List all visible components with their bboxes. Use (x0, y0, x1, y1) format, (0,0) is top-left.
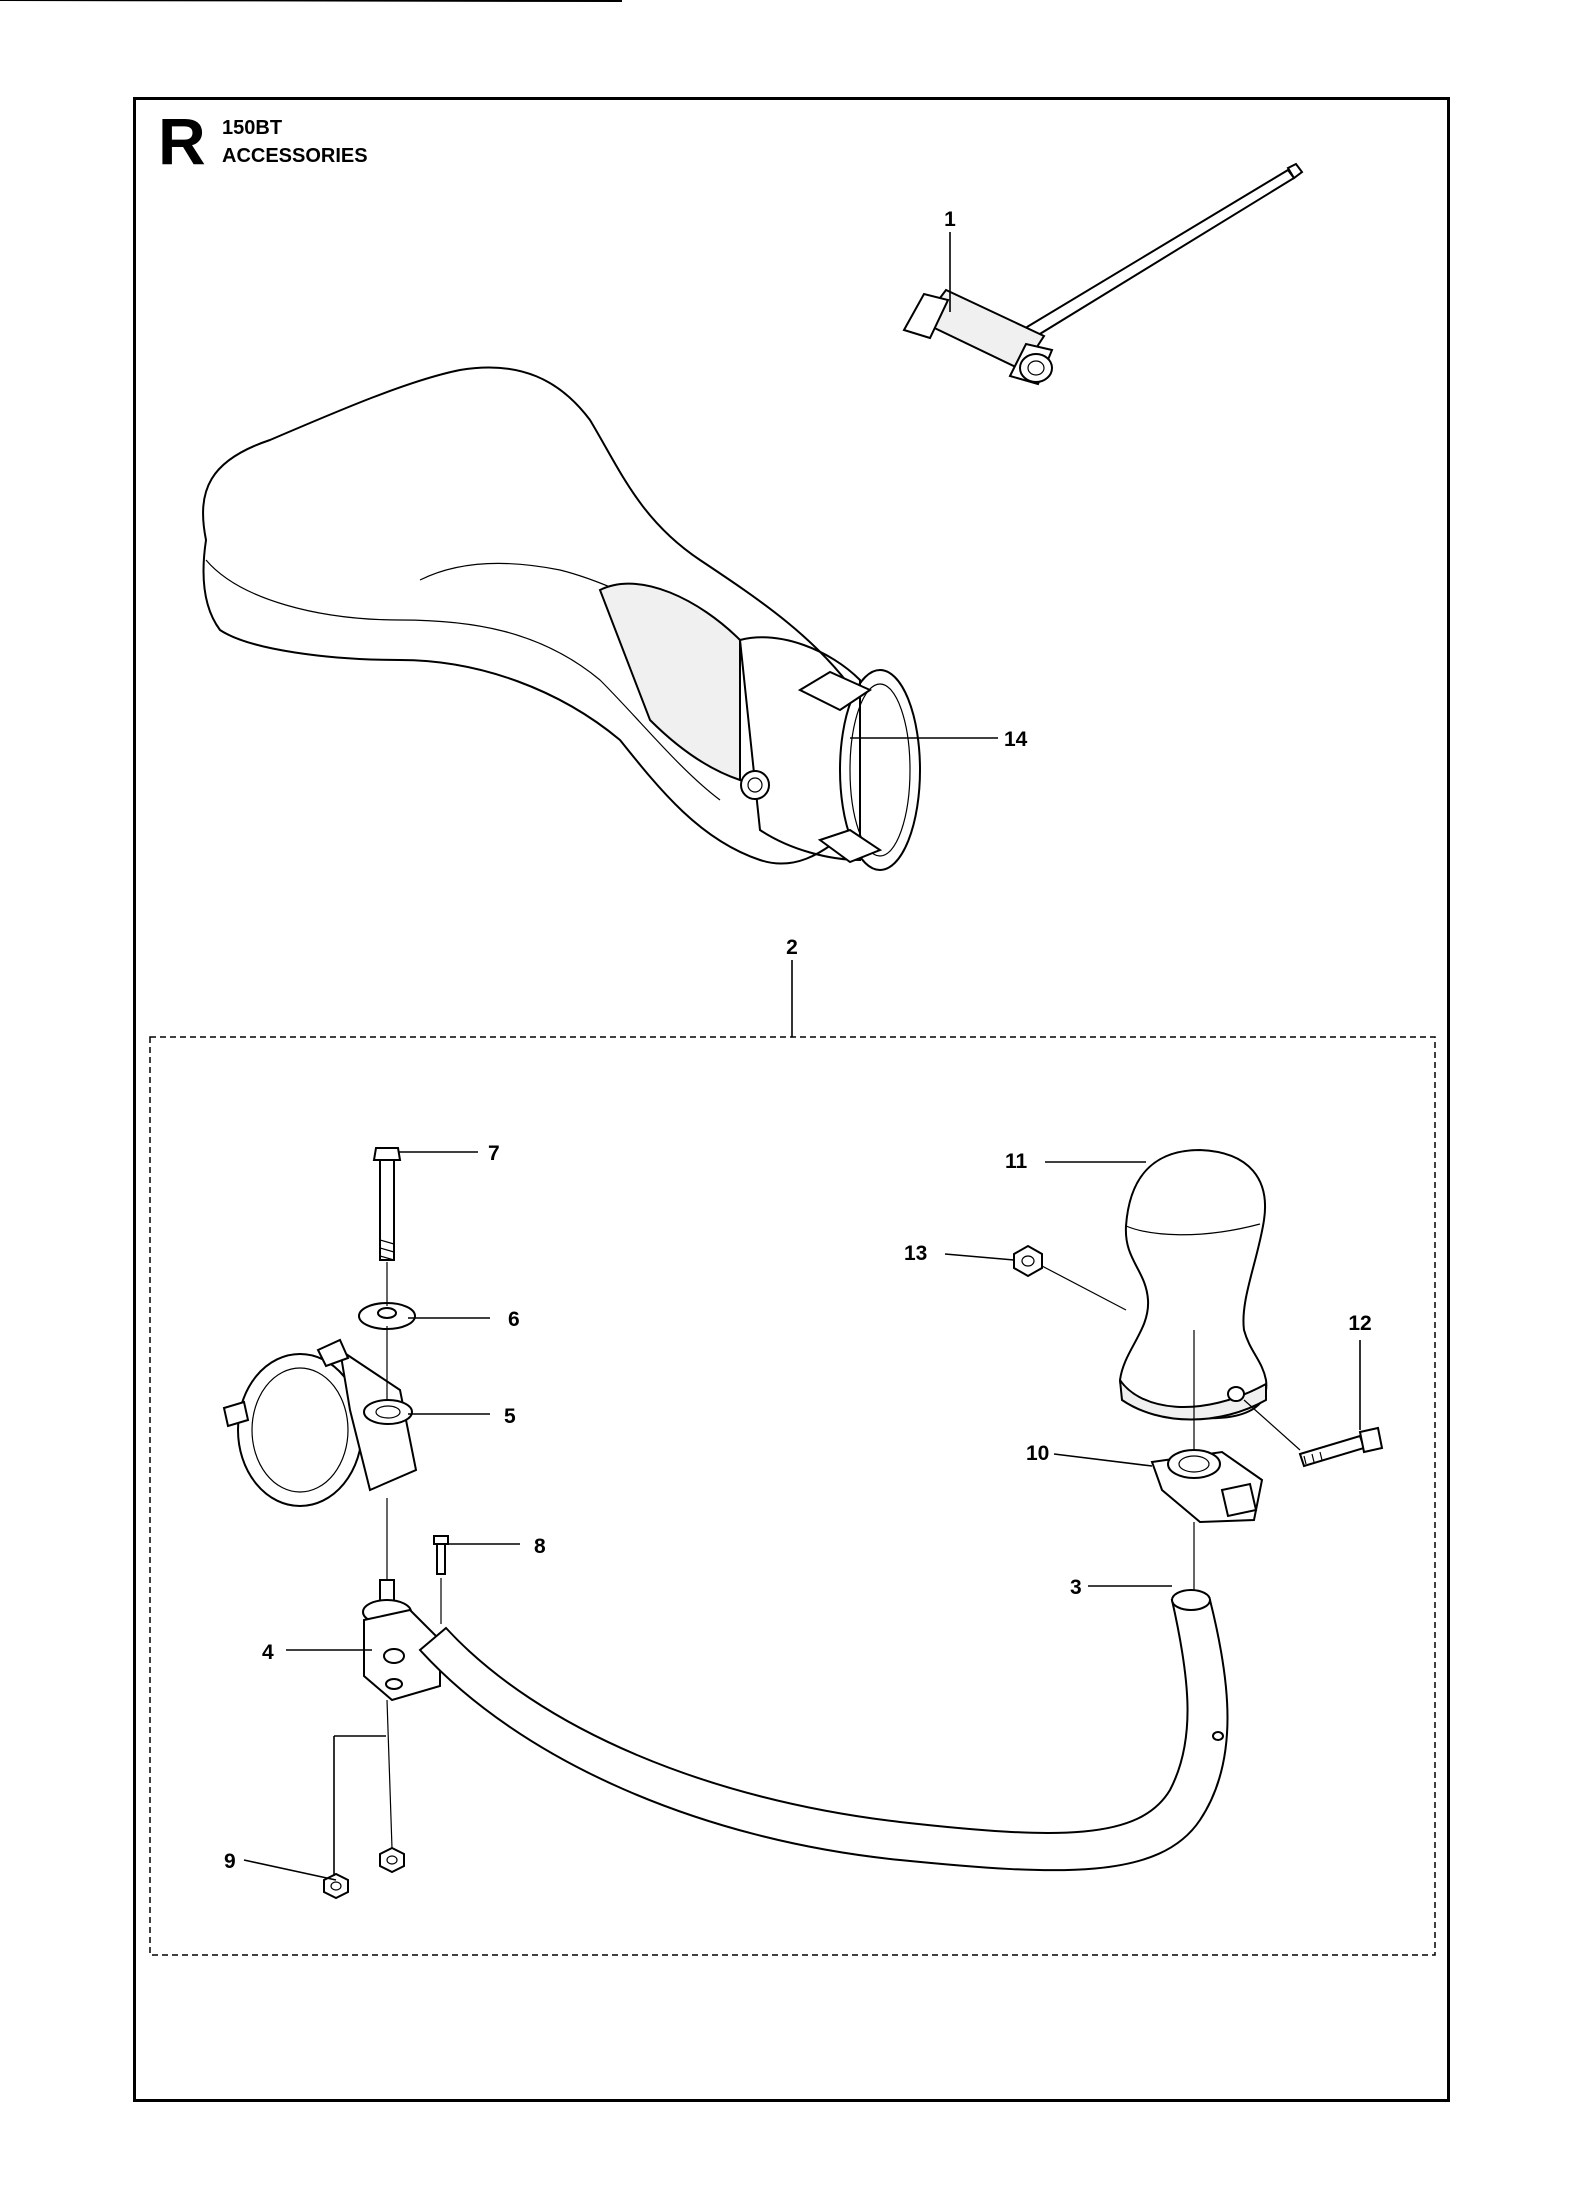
section-letter: R (158, 104, 206, 178)
callout-10: 10 (1026, 1442, 1049, 1465)
callout-2: 2 (786, 936, 798, 959)
page-title: ACCESSORIES (222, 145, 368, 167)
part-bow-handle (418, 1589, 1229, 1872)
part-bolt (372, 1147, 402, 1261)
callout-9: 9 (224, 1850, 236, 1873)
callout-3: 3 (1070, 1576, 1082, 1599)
part-serrated-washer (358, 1302, 416, 1330)
callout-labels: 1 14 2 7 6 5 8 4 9 11 13 12 10 3 (224, 208, 1372, 1873)
part-spark-plug-wrench (0, 0, 1304, 386)
model-name: 150BT (222, 117, 283, 139)
part-handle-clamp (1150, 1449, 1264, 1524)
part-screw-long (1298, 1426, 1384, 1468)
part-nuts (323, 1846, 405, 1900)
callout-14: 14 (1004, 728, 1028, 751)
callout-7: 7 (488, 1142, 500, 1165)
part-handle-bracket (362, 1579, 441, 1702)
callout-8: 8 (534, 1535, 546, 1558)
part-tube-clamp (222, 1338, 418, 1507)
part-blower-nozzle (202, 366, 921, 871)
part-screw-small (433, 1535, 449, 1575)
callout-4: 4 (262, 1641, 274, 1664)
callout-1: 1 (944, 208, 956, 231)
leader-lines (243, 232, 1361, 1881)
callout-6: 6 (508, 1308, 520, 1331)
callout-11: 11 (1005, 1150, 1028, 1173)
page-frame (133, 97, 1450, 2102)
callout-5: 5 (504, 1405, 516, 1428)
callout-13: 13 (904, 1242, 927, 1265)
callout-12: 12 (1348, 1312, 1371, 1335)
part-nut-13 (1013, 1244, 1043, 1278)
part-grip-handle (1118, 1148, 1268, 1421)
